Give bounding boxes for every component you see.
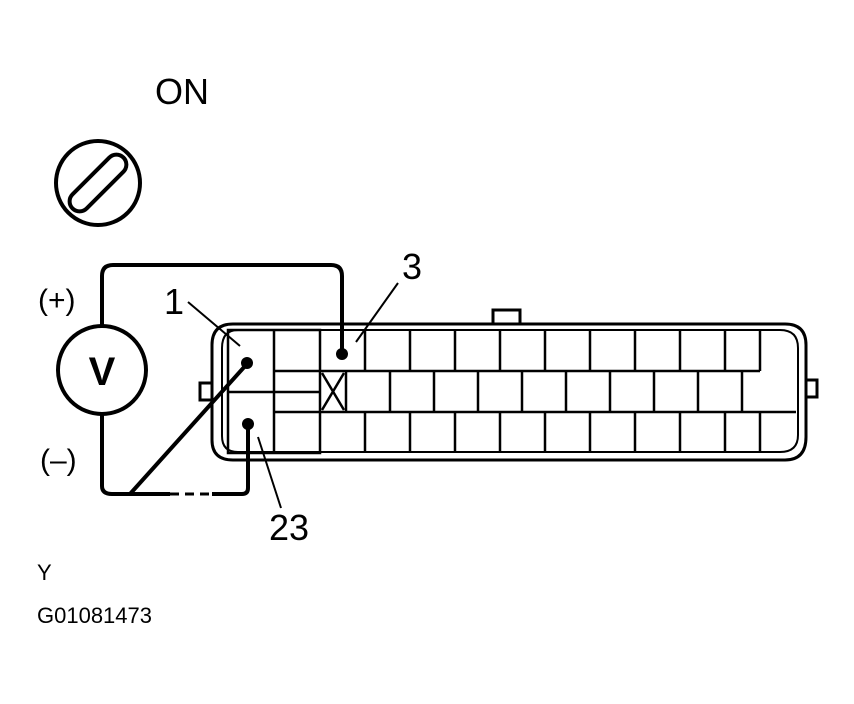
connector-terminal-grid — [226, 328, 796, 455]
positive-lead — [100, 263, 344, 353]
probe-points — [241, 348, 348, 430]
pin-1-lead — [128, 363, 248, 496]
ignition-key-icon — [54, 139, 142, 227]
connector-code: Y — [37, 560, 52, 585]
connector-housing — [198, 308, 819, 462]
probe-pin-3 — [336, 348, 348, 360]
negative-terminal-label: (–) — [40, 444, 77, 477]
leader-lines — [187, 282, 399, 509]
positive-terminal-label: (+) — [38, 284, 76, 317]
pin-label-23: 23 — [269, 507, 309, 548]
figure-id: G01081473 — [37, 603, 152, 628]
pin-label-3: 3 — [402, 246, 422, 287]
voltmeter-symbol: V — [89, 350, 116, 394]
negative-lead — [100, 414, 170, 496]
test-leads — [100, 263, 344, 496]
ignition-state-label: ON — [155, 71, 209, 112]
probe-pin-1 — [241, 357, 253, 369]
pin-label-1: 1 — [164, 281, 184, 322]
probe-pin-23 — [242, 418, 254, 430]
